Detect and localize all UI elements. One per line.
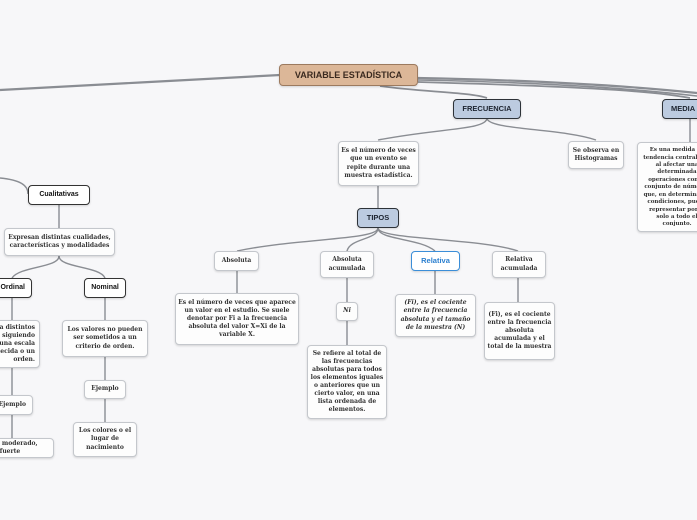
ni-symbol-node[interactable]: Ni bbox=[336, 302, 358, 321]
relativa-description[interactable]: (Fi), es el cociente entre la frecuencia… bbox=[395, 294, 476, 337]
ordinal-label: Ordinal bbox=[0, 284, 25, 292]
ordinal-description[interactable]: Toma distintos valores siguiendo una esc… bbox=[0, 320, 40, 368]
absoluta-label: Absoluta bbox=[221, 256, 252, 264]
relativa-label: Relativa bbox=[421, 255, 450, 265]
frecuencia-definition-text: Es el número de veces que un evento se r… bbox=[341, 147, 416, 179]
nominal-ejemplo-node[interactable]: Ejemplo bbox=[84, 380, 126, 399]
media-description[interactable]: Es una medida de tendencia central que a… bbox=[637, 142, 697, 232]
absoluta-description[interactable]: Es el número de veces que aparece un val… bbox=[175, 293, 299, 345]
histogram-text: Se observa en Histogramas bbox=[572, 146, 620, 162]
absoluta-node[interactable]: Absoluta bbox=[214, 251, 259, 271]
media-node[interactable]: MEDIA bbox=[662, 99, 697, 119]
relativa-acumulada-description-text: (Fi), es el cociente entre la frecuencia… bbox=[487, 310, 552, 351]
relativa-acumulada-node[interactable]: Relativa acumulada bbox=[492, 251, 546, 278]
nominal-label: Nominal bbox=[91, 284, 119, 292]
histogram-node[interactable]: Se observa en Histogramas bbox=[568, 141, 624, 169]
absoluta-acumulada-node[interactable]: Absoluta acumulada bbox=[320, 251, 374, 278]
frecuencia-definition[interactable]: Es el número de veces que un evento se r… bbox=[338, 141, 419, 186]
nominal-example[interactable]: Los colores o el lugar de nacimiento bbox=[73, 422, 137, 457]
ordinal-example[interactable]: Leve, moderado, fuerte bbox=[0, 438, 54, 458]
relativa-description-text: (Fi), es el cociente entre la frecuencia… bbox=[400, 299, 471, 331]
relativa-acumulada-label: Relativa acumulada bbox=[500, 256, 538, 272]
relativa-node[interactable]: Relativa bbox=[411, 251, 460, 271]
cualitativas-description[interactable]: Expresan distintas cualidades, caracterí… bbox=[4, 228, 115, 256]
absoluta-acumulada-description-text: Se refiere al total de las frecuencias a… bbox=[310, 349, 384, 414]
ordinal-example-text: Leve, moderado, fuerte bbox=[0, 439, 38, 455]
frecuencia-node[interactable]: FRECUENCIA bbox=[453, 99, 521, 119]
absoluta-acumulada-label: Absoluta acumulada bbox=[328, 256, 366, 272]
nominal-node[interactable]: Nominal bbox=[84, 278, 126, 298]
root-node[interactable]: VARIABLE ESTADÍSTICA bbox=[279, 64, 418, 86]
ordinal-node[interactable]: Ordinal bbox=[0, 278, 32, 298]
relativa-acumulada-description[interactable]: (Fi), es el cociente entre la frecuencia… bbox=[484, 302, 555, 360]
tipos-node[interactable]: TIPOS bbox=[357, 208, 399, 228]
nominal-description[interactable]: Los valores no pueden ser sometidos a un… bbox=[62, 320, 148, 357]
ordinal-description-text: Toma distintos valores siguiendo una esc… bbox=[0, 323, 35, 364]
nominal-ejemplo-label: Ejemplo bbox=[91, 385, 119, 393]
absoluta-description-text: Es el número de veces que aparece un val… bbox=[178, 298, 296, 339]
cualitativas-label: Cualitativas bbox=[39, 191, 79, 199]
absoluta-acumulada-description[interactable]: Se refiere al total de las frecuencias a… bbox=[307, 345, 387, 419]
ordinal-ejemplo-node[interactable]: Ejemplo bbox=[0, 395, 33, 415]
cualitativas-node[interactable]: Cualitativas bbox=[28, 185, 90, 205]
cualitativas-description-text: Expresan distintas cualidades, caracterí… bbox=[8, 233, 111, 249]
nominal-description-text: Los valores no pueden ser sometidos a un… bbox=[67, 326, 143, 350]
nominal-example-text: Los colores o el lugar de nacimiento bbox=[78, 427, 132, 451]
ordinal-ejemplo-label: Ejemplo bbox=[0, 400, 26, 408]
ni-symbol: Ni bbox=[343, 307, 351, 315]
media-description-text: Es una medida de tendencia central que a… bbox=[643, 147, 697, 228]
